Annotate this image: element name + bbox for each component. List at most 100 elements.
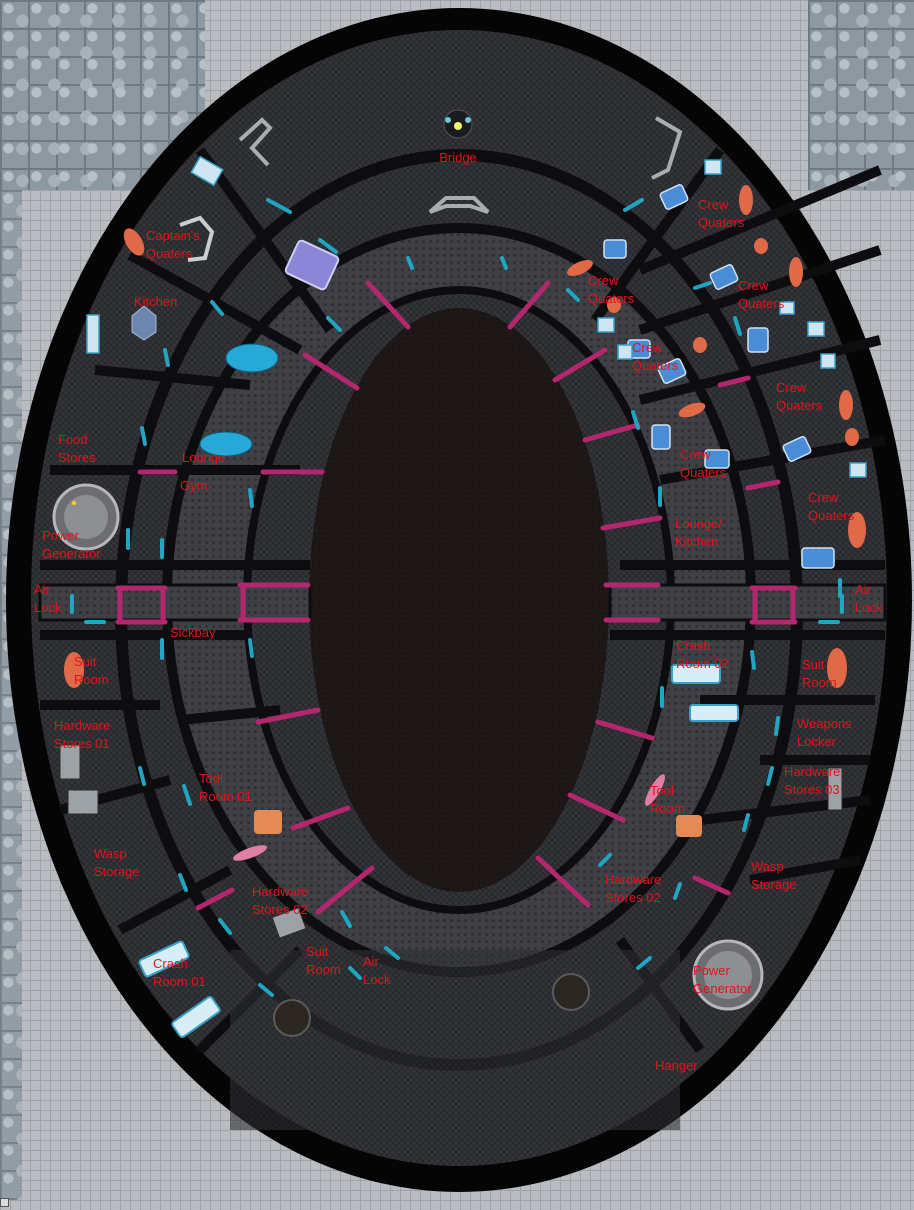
hanger-hatches	[273, 973, 590, 1037]
stone-floor-top-right	[808, 0, 914, 190]
label-line: Crew	[776, 380, 807, 395]
label-line: Crew	[680, 447, 711, 462]
label-line: Room 02	[676, 656, 729, 671]
label-kitchen: Kitchen	[134, 294, 177, 309]
label-line: Lock	[34, 600, 62, 615]
label-sickbay: Sickbay	[170, 625, 216, 640]
label-line: Hanger	[655, 1058, 698, 1073]
label-line: Stores 03	[784, 782, 840, 797]
bunks	[603, 184, 835, 569]
label-lounge: Lounge	[182, 450, 225, 465]
label-line: Air	[855, 582, 872, 597]
label-line: Sickbay	[170, 625, 216, 640]
label-gym: Gym	[180, 478, 207, 493]
label-line: Lock	[855, 600, 883, 615]
label-line: Storage	[751, 877, 797, 892]
label-line: Crew	[588, 273, 619, 288]
label-line: Room	[650, 801, 685, 816]
label-bridge: Bridge	[439, 150, 477, 165]
lounge-furniture	[199, 343, 279, 457]
label-line: Air	[34, 582, 51, 597]
label-line: Stores 01	[54, 736, 110, 751]
crew-pods	[64, 185, 866, 688]
label-line: Quaters	[738, 296, 785, 311]
label-line: Suit	[306, 944, 329, 959]
label-line: Quaters	[146, 246, 193, 261]
label-line: Power	[693, 963, 731, 978]
wall-lockers	[86, 155, 867, 478]
label-line: Stores 02	[252, 902, 308, 917]
captains-bed	[284, 239, 340, 291]
label-line: Locker	[797, 734, 837, 749]
label-line: Room 01	[199, 789, 252, 804]
label-line: Captain's	[146, 228, 200, 243]
label-line: Quaters	[776, 398, 823, 413]
central-core	[309, 308, 609, 892]
power-generator-port	[52, 483, 120, 551]
label-line: Quaters	[588, 291, 635, 306]
label-line: Crew	[738, 278, 769, 293]
map-edge-marker	[0, 1198, 9, 1207]
label-line: Lock	[363, 972, 391, 987]
label-line: Quaters	[632, 358, 679, 373]
bridge-stations	[238, 116, 683, 214]
label-line: Gym	[180, 478, 207, 493]
bridge-console	[443, 109, 473, 139]
label-line: Suit	[802, 657, 825, 672]
label-line: Room 01	[153, 974, 206, 989]
label-line: Stores	[58, 450, 96, 465]
label-line: Tool	[199, 771, 223, 786]
label-line: Hardware	[784, 764, 840, 779]
captains-desk	[179, 215, 215, 262]
label-line: Crew	[632, 340, 663, 355]
label-line: Quaters	[808, 508, 855, 523]
label-line: Wasp	[94, 846, 127, 861]
label-line: Room	[306, 962, 341, 977]
stone-floor-left-edge	[0, 190, 22, 1200]
label-line: Bridge	[439, 150, 477, 165]
label-lounge-kitchen: Lounge/Kitchen	[675, 516, 722, 549]
label-line: Generator	[693, 981, 752, 996]
label-line: Lounge/	[675, 516, 722, 531]
stone-floor-top-left	[0, 0, 205, 190]
label-line: Food	[58, 432, 88, 447]
label-line: Hardware	[605, 872, 661, 887]
hardware-racks	[59, 744, 843, 939]
label-line: Hardware	[252, 884, 308, 899]
label-line: Air	[363, 954, 380, 969]
teal-doors	[70, 198, 844, 997]
label-line: Room	[74, 672, 109, 687]
label-line: Stores 02	[605, 890, 661, 905]
hanger-bay	[230, 950, 680, 1130]
label-line: Kitchen	[675, 534, 718, 549]
label-line: Tool	[650, 783, 674, 798]
label-line: Power	[42, 528, 80, 543]
label-line: Suit	[74, 654, 97, 669]
label-line: Crew	[808, 490, 839, 505]
tool-benches	[254, 810, 702, 837]
label-line: Generator	[42, 546, 101, 561]
